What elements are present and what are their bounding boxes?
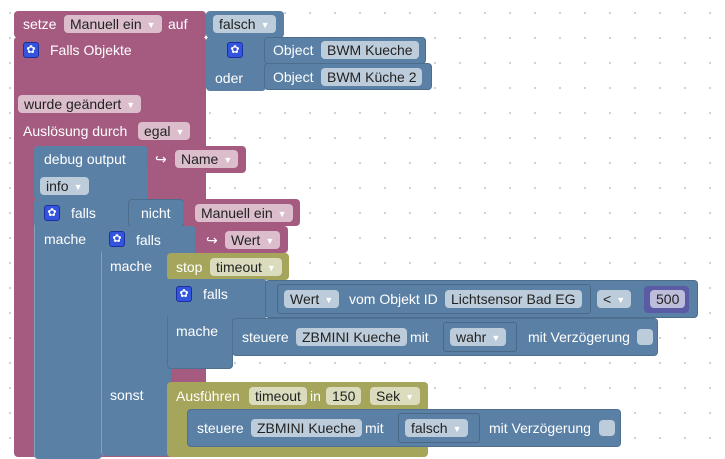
control1-value-dropdown[interactable]: wahr▼ bbox=[450, 328, 507, 346]
return-arrow-icon: ↪ bbox=[155, 151, 167, 167]
if1-gear-icon[interactable]: ✿ bbox=[44, 205, 60, 221]
if2-gear-icon[interactable]: ✿ bbox=[109, 231, 125, 247]
control2-with-label: mit bbox=[365, 420, 384, 436]
or-label: oder bbox=[215, 70, 244, 86]
control1-object-id[interactable]: ZBMINI Kueche bbox=[296, 328, 407, 346]
ack-dropdown[interactable]: egal▼ bbox=[138, 122, 191, 140]
timeout-in-label: in bbox=[310, 388, 321, 404]
stop-label: stop bbox=[176, 259, 203, 275]
to-label: auf bbox=[168, 16, 188, 32]
object-prefix-1: Object bbox=[273, 42, 314, 58]
state-block[interactable] bbox=[277, 284, 591, 314]
debug-level-dropdown[interactable]: info▼ bbox=[40, 177, 89, 195]
ack-label: Auslösung durch bbox=[23, 123, 128, 139]
control1-with-label: mit bbox=[410, 329, 429, 345]
timeout-value-field[interactable]: 150 bbox=[326, 387, 362, 405]
control2-label: steuere bbox=[197, 420, 244, 436]
condition-dropdown[interactable]: wurde geändert▼ bbox=[18, 95, 142, 113]
timeout-unit-dropdown[interactable]: Sek▼ bbox=[370, 387, 421, 405]
if3-do-label: mache bbox=[176, 323, 219, 339]
list-gear-icon[interactable]: ✿ bbox=[227, 42, 243, 58]
debug-value-dropdown[interactable]: Name▼ bbox=[175, 150, 239, 168]
if3-gear-icon[interactable]: ✿ bbox=[176, 286, 192, 302]
not-variable-dropdown[interactable]: Manuell ein▼ bbox=[195, 204, 293, 222]
set-label: setze bbox=[23, 16, 57, 32]
if1-do-label: mache bbox=[44, 231, 87, 247]
from-object-label: vom Objekt ID bbox=[349, 291, 438, 307]
if1-if-label: falls bbox=[71, 205, 96, 221]
control1-label: steuere bbox=[242, 329, 289, 345]
trigger-label: Falls Objekte bbox=[50, 42, 132, 58]
attr-dropdown[interactable]: Wert▼ bbox=[284, 290, 340, 308]
if-block-inner[interactable] bbox=[101, 226, 171, 456]
control1-value-block[interactable] bbox=[443, 322, 517, 352]
object-id-1[interactable]: BWM Kueche bbox=[321, 41, 419, 59]
if2-return-arrow-icon: ↪ bbox=[206, 232, 218, 248]
if2-else-label: sonst bbox=[110, 387, 144, 403]
not-label: nicht bbox=[141, 205, 171, 221]
stop-timeout-dropdown[interactable]: timeout▼ bbox=[210, 258, 282, 276]
if2-do-label: mache bbox=[110, 258, 153, 274]
control2-value-dropdown[interactable]: falsch▼ bbox=[405, 419, 468, 437]
set-variable-dropdown[interactable]: Manuell ein▼ bbox=[64, 15, 162, 33]
debug-label: debug output bbox=[44, 151, 126, 167]
timeout-label: Ausführen bbox=[176, 388, 240, 404]
gear-icon[interactable]: ✿ bbox=[23, 42, 39, 58]
control1-delay-label: mit Verzögerung bbox=[528, 329, 630, 345]
not-block[interactable] bbox=[128, 199, 184, 227]
operator-dropdown[interactable]: <▼ bbox=[597, 290, 632, 308]
control2-object-id[interactable]: ZBMINI Kueche bbox=[251, 419, 362, 437]
object-id-2[interactable]: BWM Küche 2 bbox=[321, 68, 423, 86]
set-value-dropdown[interactable]: falsch▼ bbox=[213, 15, 276, 33]
sensor-object-id[interactable]: Lichtsensor Bad EG bbox=[445, 290, 582, 308]
if2-value-dropdown[interactable]: Wert▼ bbox=[225, 231, 281, 249]
control2-delay-label: mit Verzögerung bbox=[489, 420, 591, 436]
number-field[interactable]: 500 bbox=[650, 290, 686, 308]
control2-value-block[interactable] bbox=[398, 413, 480, 443]
control1-delay-checkbox[interactable] bbox=[637, 329, 653, 345]
if2-if-label: falls bbox=[136, 232, 161, 248]
timeout-name-field[interactable]: timeout bbox=[249, 387, 307, 405]
if-block-outer[interactable] bbox=[34, 199, 102, 459]
control2-delay-checkbox[interactable] bbox=[599, 420, 615, 436]
object-prefix-2: Object bbox=[273, 69, 314, 85]
if3-if-label: falls bbox=[203, 286, 228, 302]
